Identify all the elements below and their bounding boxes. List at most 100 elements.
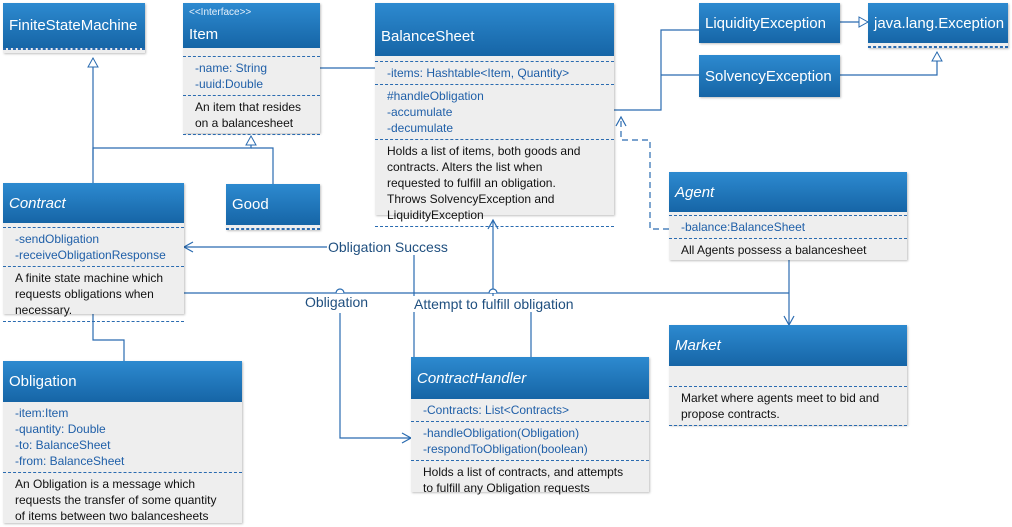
operations-section: #handleObligation -accumulate -decumulat…	[375, 84, 614, 139]
description-section: Market where agents meet to bid and prop…	[669, 386, 907, 426]
class-liquidity-exception[interactable]: LiquidityException	[699, 3, 840, 43]
operation: -sendObligation	[15, 232, 100, 246]
attributes-section: -Contracts: List<Contracts>	[411, 399, 649, 421]
class-contract[interactable]: Contract -sendObligation -receiveObligat…	[3, 183, 184, 322]
attributes-section: -name: String -uuid:Double	[183, 56, 320, 95]
attribute: -items: Hashtable<Item, Quantity>	[387, 66, 570, 80]
attributes-section: -item:Item -quantity: Double -to: Balanc…	[3, 402, 242, 472]
line-hop	[335, 288, 345, 294]
class-header: SolvencyException	[699, 55, 840, 97]
operation: #handleObligation	[387, 89, 484, 103]
solvency-to-exception	[840, 50, 943, 76]
class-finite-state-machine[interactable]: FiniteStateMachine	[3, 3, 145, 53]
class-header: java.lang.Exception	[868, 3, 1008, 43]
class-divider	[868, 46, 1008, 48]
label-obligation-success: Obligation Success	[327, 239, 449, 255]
class-solvency-exception[interactable]: SolvencyException	[699, 55, 840, 97]
class-header: Agent	[669, 172, 907, 212]
operation: -respondToObligation(boolean)	[423, 442, 588, 456]
description-line: LiquidityException	[387, 208, 484, 222]
class-name: SolvencyException	[705, 67, 832, 85]
attribute: -to: BalanceSheet	[15, 438, 111, 452]
class-name: Market	[675, 337, 721, 354]
description-line: requests the transfer of some quantity	[15, 493, 217, 507]
description-section: All Agents possess a balancesheet	[669, 238, 907, 261]
class-header: Good	[226, 184, 320, 225]
line-hop	[488, 288, 498, 294]
obligation-flow-arrow	[339, 313, 413, 444]
class-name: Obligation	[9, 373, 77, 390]
attribute: -from: BalanceSheet	[15, 454, 125, 468]
class-name: FiniteStateMachine	[9, 17, 138, 34]
operation: -accumulate	[387, 105, 453, 119]
class-name: Good	[232, 196, 269, 213]
class-divider	[3, 48, 145, 50]
class-header: <<Interface>> Item	[183, 3, 320, 48]
contract-to-item-realization	[92, 134, 257, 160]
operations-section: -handleObligation(Obligation) -respondTo…	[411, 421, 649, 460]
class-name: java.lang.Exception	[874, 14, 1005, 32]
description-line: necessary.	[15, 303, 73, 317]
attribute: -name: String	[195, 61, 268, 75]
class-name: Contract	[9, 194, 66, 212]
class-header: LiquidityException	[699, 3, 840, 43]
attributes-section: -items: Hashtable<Item, Quantity>	[375, 61, 614, 84]
class-header: Contract	[3, 183, 184, 223]
operation: -receiveObligationResponse	[15, 248, 166, 262]
description-section: An Obligation is a message which request…	[3, 472, 242, 527]
description-line: propose contracts.	[681, 407, 780, 421]
attribute: -item:Item	[15, 406, 69, 420]
balance-to-exceptions	[614, 29, 699, 111]
class-obligation[interactable]: Obligation -item:Item -quantity: Double …	[3, 361, 242, 523]
class-contract-handler[interactable]: ContractHandler -Contracts: List<Contrac…	[411, 357, 649, 495]
description-line: on a balancesheet	[195, 116, 294, 130]
description-section: An item that resides on a balancesheet	[183, 95, 320, 135]
description-line: requests obligations when	[15, 287, 154, 301]
description-line: contracts. Alters the list when	[387, 160, 543, 174]
class-header: ContractHandler	[411, 357, 649, 399]
attribute: -Contracts: List<Contracts>	[423, 403, 570, 417]
description-line: Holds a list of contracts, and attempts	[423, 465, 624, 479]
class-header: Market	[669, 325, 907, 366]
attribute: -balance:BalanceSheet	[681, 220, 806, 234]
description-line: A finite state machine which	[15, 271, 164, 285]
class-market[interactable]: Market Market where agents meet to bid a…	[669, 325, 907, 426]
class-header: FiniteStateMachine	[3, 3, 145, 48]
description-line: to fulfill any Obligation requests	[423, 481, 590, 495]
good-to-item-realization	[251, 147, 274, 184]
class-good[interactable]: Good	[226, 184, 320, 230]
class-balance-sheet[interactable]: BalanceSheet -items: Hashtable<Item, Qua…	[375, 3, 614, 227]
description-line: An Obligation is a message which	[15, 477, 196, 491]
description-line: requested to fulfill an obligation.	[387, 176, 556, 190]
attribute: -quantity: Double	[15, 422, 106, 436]
description-line: An item that resides	[195, 100, 302, 114]
class-agent[interactable]: Agent -balance:BalanceSheet All Agents p…	[669, 172, 907, 260]
operation: -handleObligation(Obligation)	[423, 426, 580, 440]
description-section: A finite state machine which requests ob…	[3, 266, 184, 322]
class-name: Item	[189, 26, 219, 43]
label-attempt-fulfill: Attempt to fulfill obligation	[413, 296, 575, 312]
operation: -decumulate	[387, 121, 454, 135]
operations-section: -sendObligation -receiveObligationRespon…	[3, 227, 184, 266]
description-line: Market where agents meet to bid and	[681, 391, 880, 405]
description-line: Holds a list of items, both goods and	[387, 144, 581, 158]
class-item[interactable]: <<Interface>> Item -name: String -uuid:D…	[183, 3, 320, 135]
stereotype-label: <<Interface>>	[189, 7, 252, 18]
description-line: Throws SolvencyException and	[387, 192, 555, 206]
attributes-section: -balance:BalanceSheet	[669, 215, 907, 238]
agent-to-balance-dependency	[615, 115, 669, 230]
description-section: Holds a list of items, both goods and co…	[375, 139, 614, 227]
attribute: -uuid:Double	[195, 77, 264, 91]
class-name: LiquidityException	[705, 14, 826, 32]
class-name: ContractHandler	[417, 369, 527, 387]
class-name: BalanceSheet	[381, 28, 475, 45]
description-section: Holds a list of contracts, and attempts …	[411, 460, 649, 499]
class-header: Obligation	[3, 361, 242, 402]
class-divider	[226, 228, 320, 230]
label-obligation: Obligation	[304, 294, 370, 310]
description-line: of items between two balancesheets	[15, 509, 209, 523]
class-header: BalanceSheet	[375, 3, 614, 56]
class-java-lang-exception[interactable]: java.lang.Exception	[868, 3, 1008, 48]
description-line: All Agents possess a balancesheet	[681, 243, 867, 257]
